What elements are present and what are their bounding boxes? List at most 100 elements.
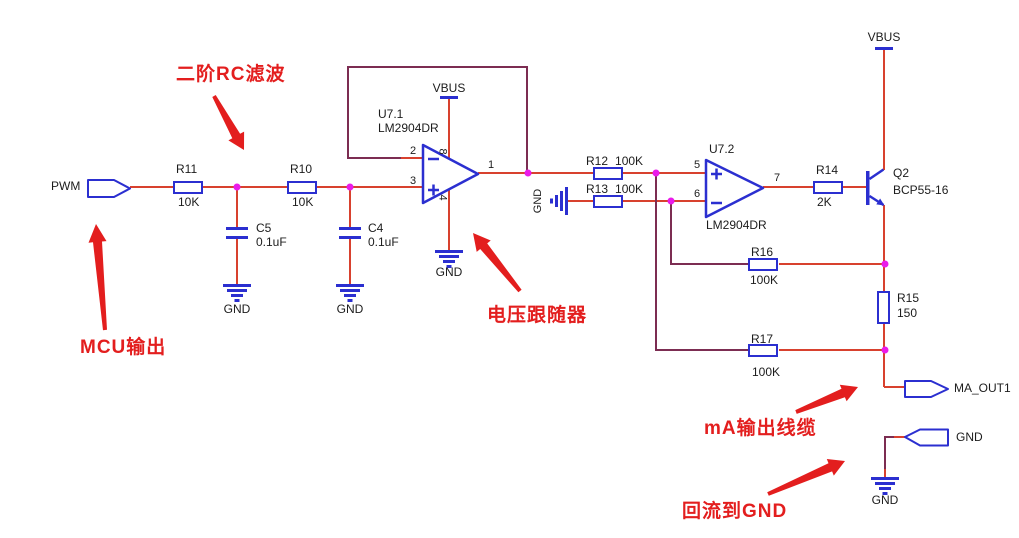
wire-r14-base: [843, 186, 867, 188]
wire-vbus-collector: [883, 50, 885, 170]
vbus-label-q2: VBUS: [867, 30, 901, 44]
capacitor-c5-plate: [226, 227, 248, 230]
capacitor-c5-plate: [226, 236, 248, 239]
r12-value: 100K: [615, 154, 644, 168]
junction-dot: [881, 260, 889, 268]
r13-label: R13 100K: [586, 183, 643, 196]
resistor-r17: [748, 344, 778, 357]
r13-ref: R13: [586, 182, 609, 196]
junction-dot: [524, 169, 532, 177]
wire-pin6-down: [670, 201, 672, 264]
u71-pin1: 1: [488, 159, 495, 171]
wire-r10-pin3: [317, 186, 423, 188]
wire-feedback-bottom: [347, 157, 401, 159]
connector-pwm: [87, 179, 131, 198]
vbus-bar-q2: [875, 47, 893, 50]
junction-dot: [881, 346, 889, 354]
u72-pin5: 5: [694, 159, 701, 171]
resistor-r13: [593, 195, 623, 208]
junction-dot: [233, 183, 241, 191]
u71-pin8: 8: [436, 148, 449, 155]
wire-c5-bottom: [236, 239, 238, 284]
wire-to-r17: [655, 349, 748, 351]
wire-pin4-gnd: [448, 190, 450, 250]
wire-maout-horizontal: [884, 386, 905, 388]
wire-r15-bottom: [883, 324, 885, 351]
r14-value: 2K: [817, 195, 832, 209]
wire-r12-pin5: [623, 172, 706, 174]
junction-dot: [652, 169, 660, 177]
wire-pin2-stub: [399, 157, 423, 159]
wire-gndconn-bottom: [884, 468, 886, 477]
wire-r11-r10: [203, 186, 287, 188]
connector-gnd: [904, 428, 949, 447]
capacitor-c4-plate: [339, 227, 361, 230]
wire-opamp1-out: [478, 172, 593, 174]
u72-part: LM2904DR: [706, 218, 767, 232]
resistor-r16: [748, 258, 778, 271]
arrow-rc-filter: [212, 95, 245, 150]
r10-ref: R10: [290, 162, 313, 176]
wire-gndconn-stub: [893, 436, 905, 438]
q2-ref: Q2: [893, 166, 910, 180]
wire-gndconn-v: [884, 437, 886, 469]
connector-ma-out1: [904, 380, 949, 398]
arrow-ma-cable: [795, 384, 858, 414]
vbus-label-u71: VBUS: [432, 81, 466, 95]
gnd-label-c4: GND: [336, 302, 364, 316]
wire-r13-pin6: [623, 200, 706, 202]
u71-ref: U7.1: [378, 107, 404, 121]
wire-pin5-down: [655, 173, 657, 351]
r10-value: 10K: [292, 195, 314, 209]
u72-pin7: 7: [774, 172, 781, 184]
gnd-label-bottom-right: GND: [871, 493, 899, 507]
arrow-voltage-follower: [473, 233, 522, 293]
r14-ref: R14: [816, 163, 839, 177]
annotation-rc-filter: 二阶RC滤波: [176, 64, 286, 85]
transistor-q2: [866, 168, 885, 207]
annotation-mcu-output: MCU输出: [80, 337, 167, 358]
annotation-gnd-return: 回流到GND: [682, 501, 788, 522]
annotation-voltage-follower: 电压跟随器: [487, 305, 588, 326]
wire-c5-top: [236, 188, 238, 227]
wire-c4-bottom: [349, 239, 351, 284]
connector-pwm-label: PWM: [51, 179, 81, 193]
wire-feedback-right: [526, 67, 528, 174]
r12-ref: R12: [586, 154, 609, 168]
gnd-label-r13-rotated: GND: [532, 188, 544, 214]
wire-pwm-r11: [130, 186, 173, 188]
r15-ref: R15: [897, 291, 920, 305]
wire-to-r16: [670, 263, 748, 265]
c4-value: 0.1uF: [368, 235, 399, 249]
wire-r16-junction: [779, 263, 884, 265]
u71-part: LM2904DR: [378, 121, 439, 135]
u71-pin4: 4: [436, 194, 449, 201]
c5-ref: C5: [256, 221, 272, 235]
resistor-r15: [877, 291, 890, 324]
wire-opamp2-out: [763, 186, 813, 188]
c4-ref: C4: [368, 221, 384, 235]
resistor-r10: [287, 181, 317, 194]
r13-value: 100K: [615, 182, 644, 196]
wire-emitter-down: [883, 205, 885, 265]
annotation-ma-cable: mA输出线缆: [704, 418, 817, 439]
arrow-mcu-output: [88, 224, 107, 331]
r17-value: 100K: [752, 365, 781, 379]
r16-ref: R16: [751, 245, 774, 259]
wire-gndconn-h: [884, 436, 894, 438]
resistor-r11: [173, 181, 203, 194]
r11-value: 10K: [178, 195, 200, 209]
connector-ma-out1-label: MA_OUT1: [954, 381, 1011, 395]
junction-dot: [667, 197, 675, 205]
u71-pin3: 3: [410, 175, 417, 187]
resistor-r12: [593, 167, 623, 180]
r15-value: 150: [897, 306, 918, 320]
wire-feedback-left: [347, 67, 349, 158]
u71-pin2: 2: [410, 145, 417, 157]
wire-maout-vertical: [883, 351, 885, 387]
vbus-bar-u71: [440, 96, 458, 99]
gnd-label-u71: GND: [435, 265, 463, 279]
resistor-r14: [813, 181, 843, 194]
opamp-u72: [704, 158, 765, 219]
